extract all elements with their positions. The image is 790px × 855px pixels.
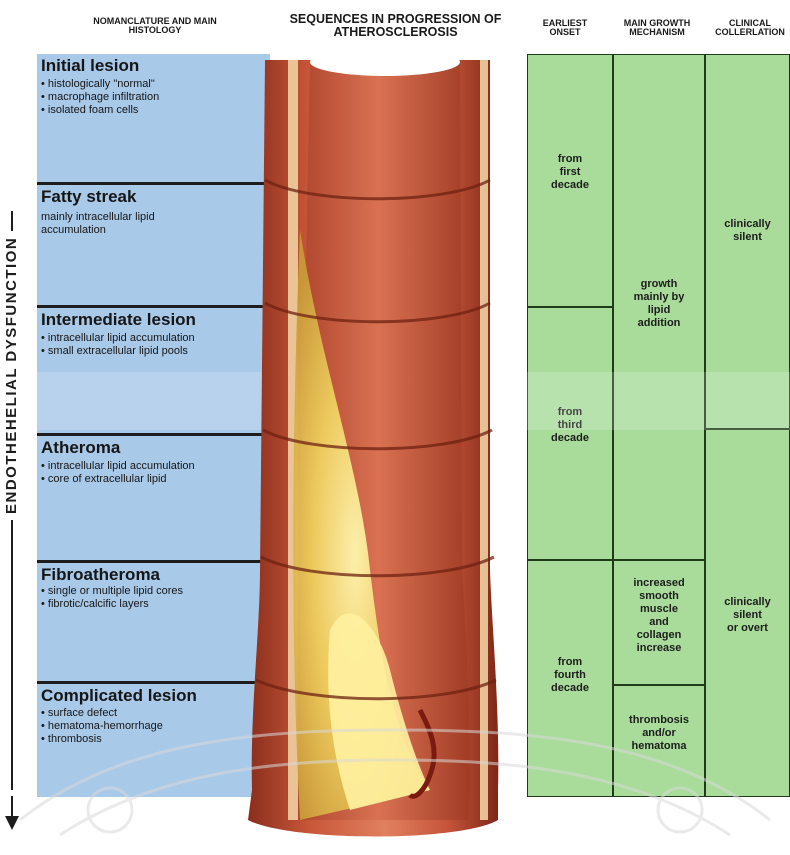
header-clinical-correlation: CLINICAL COLLERLATION (700, 19, 790, 38)
side-line-end (11, 211, 13, 231)
stage-description: • intracellular lipid accumulation • sma… (41, 332, 195, 358)
growth-text: increased smooth muscle and collagen inc… (614, 577, 704, 655)
clinical-silent-or-overt: clinically silent or overt (705, 429, 790, 797)
stage-description: mainly intracellular lipid accumulation (41, 211, 155, 237)
growth-thrombosis: thrombosis and/or hematoma (613, 685, 705, 797)
side-label: ENDOTHEHELIAL DYSFUNCTION (3, 237, 20, 514)
clinical-text: clinically silent (706, 218, 789, 244)
artery-opening (310, 48, 460, 76)
header-growth-mechanism: MAIN GROWTH MECHANISM (612, 19, 702, 38)
growth-smooth-muscle: increased smooth muscle and collagen inc… (613, 560, 705, 685)
header-nomenclature: NOMANCLATURE AND MAIN HISTOLOGY (70, 17, 240, 36)
stage-title: Atheroma (41, 438, 120, 458)
stage-description: • histologically "normal" • macrophage i… (41, 78, 159, 117)
stage-title: Fibroatheroma (41, 565, 160, 585)
onset-first-decade: from first decade (527, 54, 613, 307)
stage-title: Fatty streak (41, 187, 136, 207)
stage-description: • intracellular lipid accumulation • cor… (41, 460, 195, 486)
clinical-text: clinically silent or overt (706, 596, 789, 635)
stage-title: Initial lesion (41, 56, 139, 76)
down-arrow-icon (5, 796, 19, 830)
stage-description: • single or multiple lipid cores • fibro… (41, 585, 183, 611)
onset-text: from first decade (528, 153, 612, 192)
stage-title: Intermediate lesion (41, 310, 196, 330)
onset-fourth-decade: from fourth decade (527, 560, 613, 797)
onset-text: from fourth decade (528, 656, 612, 695)
growth-text: growth mainly by lipid addition (614, 278, 704, 330)
clinical-silent: clinically silent (705, 54, 790, 429)
artery-illustration (230, 30, 530, 855)
stage-description: • surface defect • hematoma-hemorrhage •… (41, 707, 163, 746)
onset-third-decade: from third decade (527, 307, 613, 560)
intima-stripe-right (480, 60, 488, 820)
stage-title: Complicated lesion (41, 686, 197, 706)
side-label-group: ENDOTHEHELIAL DYSFUNCTION (3, 80, 20, 830)
growth-lipid-addition: growth mainly by lipid addition (613, 54, 705, 560)
side-line (11, 520, 13, 790)
onset-text: from third decade (528, 406, 612, 445)
growth-text: thrombosis and/or hematoma (614, 714, 704, 753)
header-earliest-onset: EARLIEST ONSET (530, 19, 600, 38)
